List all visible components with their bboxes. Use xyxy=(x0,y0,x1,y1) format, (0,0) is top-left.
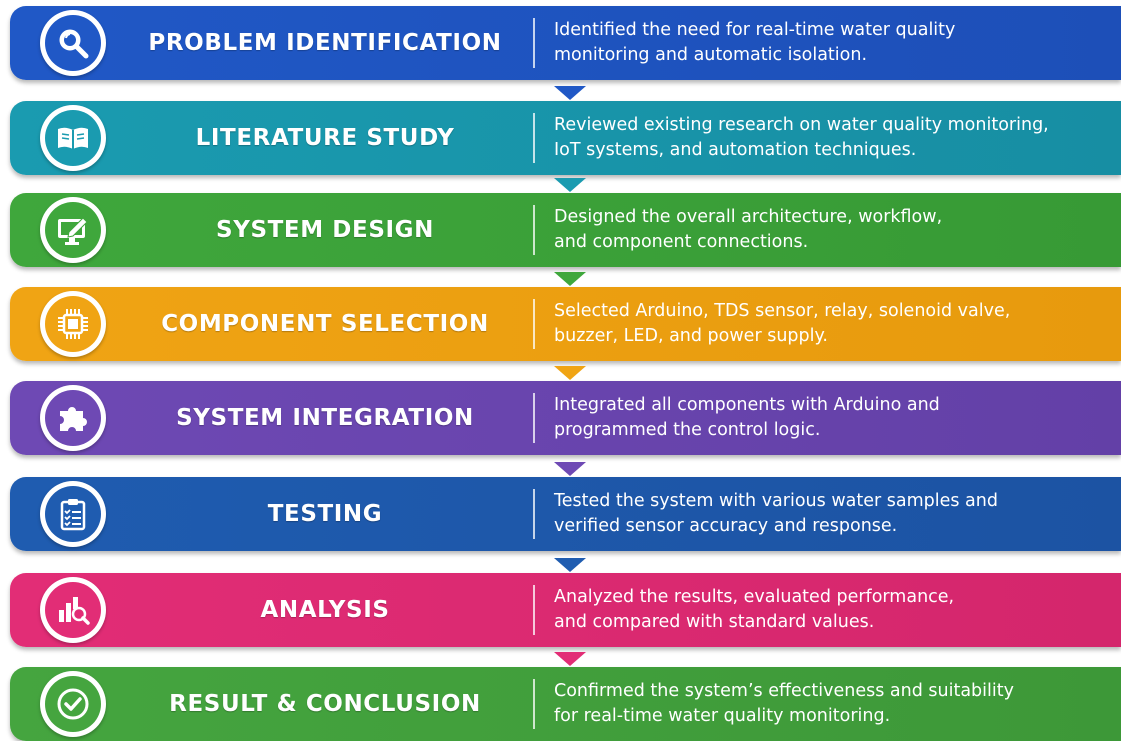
step-title: SYSTEM INTEGRATION xyxy=(176,405,474,431)
step-divider xyxy=(533,489,535,539)
step-description-line: for real-time water quality monitoring. xyxy=(554,706,891,726)
chip-icon xyxy=(45,296,101,352)
step-description-line: Identified the need for real-time water … xyxy=(554,20,956,40)
step-description-line: Selected Arduino, TDS sensor, relay, sol… xyxy=(554,301,1011,321)
step-icon-badge xyxy=(40,481,106,547)
monitor-design-icon xyxy=(45,202,101,258)
step-title: PROBLEM IDENTIFICATION xyxy=(148,30,502,56)
book-icon xyxy=(45,110,101,166)
flow-arrow-icon xyxy=(554,86,586,100)
step-card: SYSTEM DESIGN Designed the overall archit… xyxy=(10,193,1121,267)
step-description-line: Designed the overall architecture, workf… xyxy=(554,207,943,227)
step-description-line: monitoring and automatic isolation. xyxy=(554,45,868,65)
step-description-line: Tested the system with various water sam… xyxy=(554,491,998,511)
step-icon-badge xyxy=(40,671,106,737)
flow-arrow-icon xyxy=(554,272,586,286)
flow-arrow-icon xyxy=(554,652,586,666)
step-description: Confirmed the system’s effectiveness and… xyxy=(554,679,1113,729)
step-description: Reviewed existing research on water qual… xyxy=(554,113,1113,163)
puzzle-icon xyxy=(45,390,101,446)
step-title: RESULT & CONCLUSION xyxy=(169,691,481,717)
step-description: Tested the system with various water sam… xyxy=(554,489,1113,539)
step-description: Identified the need for real-time water … xyxy=(554,18,1113,68)
flow-arrow-icon xyxy=(554,462,586,476)
step-divider xyxy=(533,18,535,68)
step-description-line: verified sensor accuracy and response. xyxy=(554,516,898,536)
step-description: Analyzed the results, evaluated performa… xyxy=(554,585,1113,635)
step-description-line: Reviewed existing research on water qual… xyxy=(554,115,1049,135)
step-description: Integrated all components with Arduino a… xyxy=(554,393,1113,443)
step-description: Selected Arduino, TDS sensor, relay, sol… xyxy=(554,299,1113,349)
step-divider xyxy=(533,299,535,349)
step-card: PROBLEM IDENTIFICATION Identified the nee… xyxy=(10,6,1121,80)
magnifier-icon xyxy=(45,15,101,71)
step-icon-badge xyxy=(40,197,106,263)
step-icon-badge xyxy=(40,577,106,643)
step-divider xyxy=(533,679,535,729)
step-divider xyxy=(533,393,535,443)
clipboard-checklist-icon xyxy=(45,486,101,542)
step-description-line: Integrated all components with Arduino a… xyxy=(554,395,940,415)
step-divider xyxy=(533,205,535,255)
step-title: COMPONENT SELECTION xyxy=(161,311,489,337)
step-description-line: Confirmed the system’s effectiveness and… xyxy=(554,681,1014,701)
step-icon-badge xyxy=(40,291,106,357)
flow-arrow-icon xyxy=(554,558,586,572)
step-icon-badge xyxy=(40,105,106,171)
step-description-line: and component connections. xyxy=(554,232,809,252)
step-title: TESTING xyxy=(267,501,383,527)
step-card: TESTING Tested the system with various wa… xyxy=(10,477,1121,551)
step-description-line: buzzer, LED, and power supply. xyxy=(554,326,828,346)
step-divider xyxy=(533,585,535,635)
step-description-line: Analyzed the results, evaluated performa… xyxy=(554,587,955,607)
step-description: Designed the overall architecture, workf… xyxy=(554,205,1113,255)
step-card: COMPONENT SELECTION Selected Arduino, TDS… xyxy=(10,287,1121,361)
chart-magnifier-icon xyxy=(45,582,101,638)
step-card: RESULT & CONCLUSION Confirmed the system’… xyxy=(10,667,1121,741)
step-description-line: and compared with standard values. xyxy=(554,612,875,632)
step-icon-badge xyxy=(40,385,106,451)
step-icon-badge xyxy=(40,10,106,76)
step-title: ANALYSIS xyxy=(260,597,390,623)
step-description-line: programmed the control logic. xyxy=(554,420,821,440)
step-title: LITERATURE STUDY xyxy=(195,125,455,151)
step-card: SYSTEM INTEGRATION Integrated all compone… xyxy=(10,381,1121,455)
step-title: SYSTEM DESIGN xyxy=(216,217,434,243)
check-circle-icon xyxy=(45,676,101,732)
flow-arrow-icon xyxy=(554,366,586,380)
flow-arrow-icon xyxy=(554,178,586,192)
step-card: ANALYSIS Analyzed the results, evaluated … xyxy=(10,573,1121,647)
step-divider xyxy=(533,113,535,163)
step-description-line: IoT systems, and automation techniques. xyxy=(554,140,917,160)
step-card: LITERATURE STUDY Reviewed existing resear… xyxy=(10,101,1121,175)
